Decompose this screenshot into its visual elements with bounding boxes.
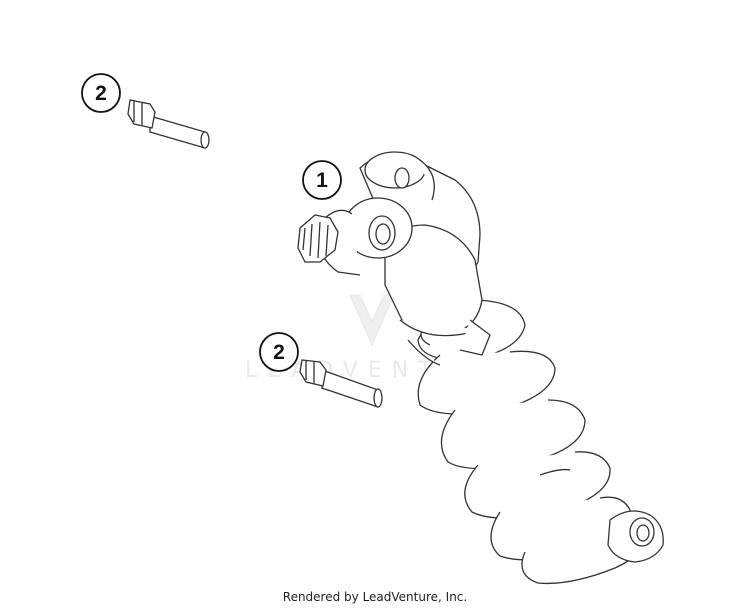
callout-2-top[interactable]: 2 bbox=[81, 73, 121, 113]
adjuster-knob bbox=[297, 214, 339, 263]
callout-label: 1 bbox=[316, 169, 328, 192]
shock-absorber bbox=[297, 151, 664, 585]
footer-credit: Rendered by LeadVenture, Inc. bbox=[282, 590, 468, 604]
callout-label: 2 bbox=[95, 82, 107, 105]
bolt-mid bbox=[299, 359, 383, 408]
callout-2-mid[interactable]: 2 bbox=[259, 332, 299, 372]
callout-label: 2 bbox=[273, 341, 285, 364]
callout-1[interactable]: 1 bbox=[302, 160, 342, 200]
bolt-top bbox=[127, 99, 210, 149]
